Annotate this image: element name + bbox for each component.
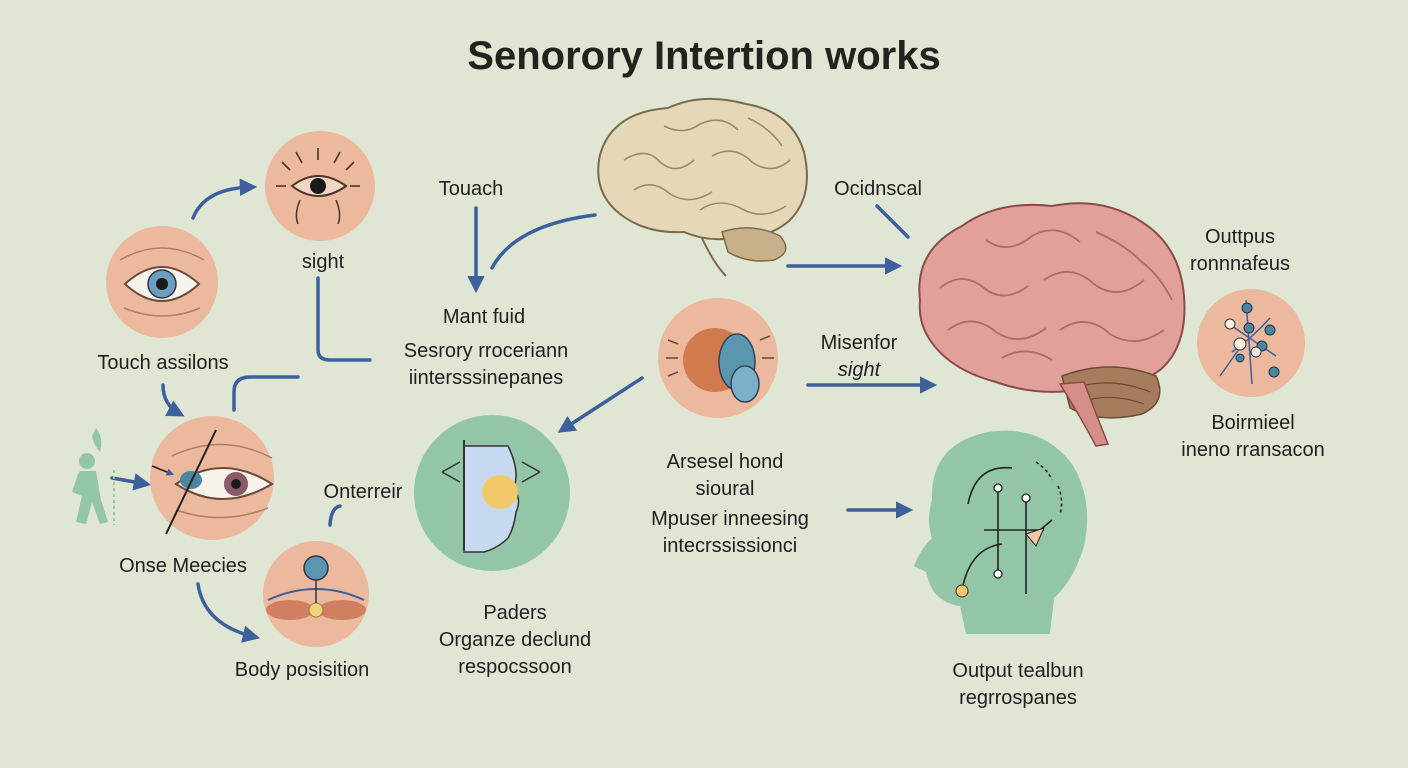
label-paders-line3: respocssoon [458, 656, 572, 678]
label-sesrory-line1: Sesrory rroceriann [403, 340, 569, 362]
arrow-onse-to-body [196, 582, 261, 643]
connector-ocidnscal [875, 204, 910, 239]
head-circuit-icon [914, 430, 1088, 634]
label-output-line2: regrrospanes [959, 687, 1077, 709]
crossed-eye-icon [150, 416, 274, 540]
connector-brain-to-touach [490, 213, 597, 270]
label-onse-meecies: Onse Meecies [119, 555, 247, 577]
label-misenfor-line1: Misenfor [820, 332, 898, 354]
neuron-cluster-icon [1197, 289, 1305, 397]
arrow-touch-to-crossed-eye [161, 383, 185, 417]
label-mant-fuid: Mant fuid [442, 306, 526, 328]
label-touch-assilons: Touch assilons [97, 352, 229, 374]
label-misenfor: Misenfor sight [784, 330, 934, 384]
label-outtpus-line2: ronnnafeus [1189, 253, 1291, 275]
body-position-icon [263, 541, 369, 647]
walking-figure-icon [72, 428, 115, 525]
label-outtpus-line1: Outtpus [1204, 226, 1276, 248]
label-ocidnscal: Ocidnscal [834, 178, 922, 200]
eye-icon [106, 226, 218, 338]
label-outtpus: Outtpus ronnnafeus [1160, 224, 1320, 278]
label-mpuser: Mpuser inneesing intecrssissionci [626, 506, 834, 560]
label-paders: Paders Organze declund respocssoon [400, 600, 630, 681]
label-misenfor-line2: sight [837, 359, 881, 381]
page-title: Senorory Intertion works [467, 34, 941, 78]
label-mpuser-line1: Mpuser inneesing [651, 508, 809, 530]
arrow-eye-to-sight [191, 178, 258, 220]
label-boirmieel: Boirmieel ineno rransacon [1160, 410, 1346, 464]
connector-onterreir [328, 504, 342, 527]
label-boirmieel-line2: ineno rransacon [1181, 439, 1325, 461]
pink-brain-icon [918, 202, 1186, 447]
label-sesrory-line2: iintersssinepanes [408, 367, 564, 389]
connector-crossed-eye-up [232, 375, 300, 412]
label-mpuser-line2: intecrssissionci [662, 535, 798, 557]
label-paders-line2: Organze declund [438, 629, 592, 651]
label-touach: Touach [438, 178, 504, 200]
retina-icon [658, 298, 778, 418]
label-arsesel-line1: Arsesel hond [666, 451, 784, 473]
label-sesrory: Sesrory rroceriann iintersssinepanes [368, 338, 604, 392]
label-onterreir: Onterreir [323, 481, 403, 503]
arrow-figure-to-eye [110, 473, 152, 491]
label-boirmieel-line1: Boirmieel [1211, 412, 1295, 434]
label-arsesel-line2: sioural [695, 478, 755, 500]
connector-sight-to-sesrory [316, 276, 372, 362]
label-output-line1: Output tealbun [952, 660, 1084, 682]
radiating-eye-icon [265, 131, 375, 241]
label-output: Output tealbun regrrospanes [920, 658, 1116, 712]
beige-brain-icon [597, 97, 808, 277]
label-paders-line1: Paders [483, 602, 547, 624]
label-arsesel: Arsesel hond sioural [640, 449, 810, 503]
label-sight: sight [301, 251, 345, 273]
label-body-posisition: Body posisition [234, 659, 370, 681]
face-profile-icon [414, 415, 570, 571]
arrow-retina-to-face [557, 376, 644, 433]
